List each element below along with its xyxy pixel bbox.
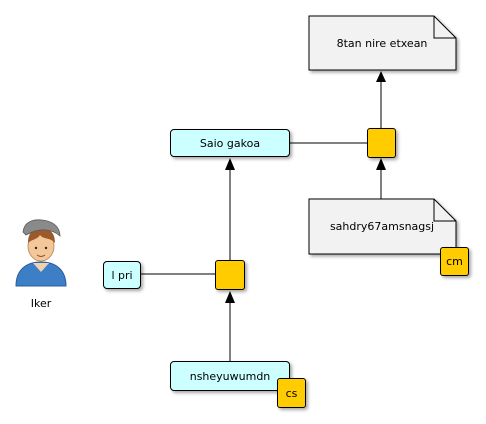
arrowhead-to-lower-junction <box>225 291 235 303</box>
arrowheads <box>225 71 386 303</box>
goal-lpri-label: l pri <box>111 268 133 282</box>
goal-node-lpri[interactable]: l pri <box>103 261 141 289</box>
arrowhead-to-right-junction <box>376 158 386 170</box>
user-avatar-icon <box>15 219 67 287</box>
connectors <box>141 82 382 361</box>
goal-node-saio[interactable]: Saio gakoa <box>170 129 290 157</box>
goal-nsheyu-label: nsheyuwumdn <box>189 369 271 383</box>
actor-name: Iker <box>30 297 52 310</box>
tag-cm-label: cm <box>446 255 463 268</box>
document-node-top[interactable]: 8tan nire etxean <box>308 15 457 71</box>
tag-cs[interactable]: cs <box>277 378 306 408</box>
arrowhead-to-doc <box>376 71 386 82</box>
goal-saio-label: Saio gakoa <box>199 136 261 150</box>
goal-node-nsheyu[interactable]: nsheyuwumdn <box>170 361 290 391</box>
junction-lower[interactable] <box>215 260 245 290</box>
junction-right[interactable] <box>367 128 396 158</box>
arrowhead-to-saio <box>225 158 235 170</box>
tag-cm[interactable]: cm <box>440 247 469 276</box>
document-node-sahdry[interactable]: sahdry67amsnagsj <box>308 198 457 255</box>
tag-cs-label: cs <box>285 386 298 400</box>
document-top-label: 8tan nire etxean <box>337 37 428 50</box>
document-sahdry-label: sahdry67amsnagsj <box>330 220 434 233</box>
